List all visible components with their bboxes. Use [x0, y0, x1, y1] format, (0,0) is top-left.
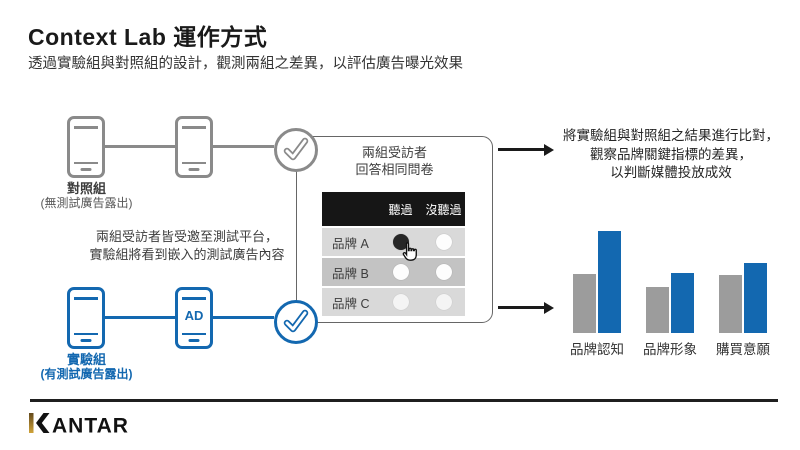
- arrow-to-chart: [498, 302, 554, 313]
- kantar-logo: ANTAR: [28, 411, 148, 441]
- logo-k-arms: [36, 413, 50, 433]
- arrow-to-result-text: [498, 144, 554, 155]
- invite-line-2: 實驗組將看到嵌入的測試廣告內容: [89, 247, 285, 262]
- table-row-brand-a: 品牌 A: [322, 228, 465, 256]
- brand-c-label: 品牌 C: [332, 296, 370, 311]
- control-phone2-icon: [175, 116, 213, 178]
- brand-b-label: 品牌 B: [332, 266, 369, 281]
- exposed-connector-line: [67, 316, 274, 319]
- exposed-group-note: (有測試廣告露出): [40, 367, 133, 381]
- result-bar-chart: 品牌認知 品牌形象 購買意願: [558, 218, 770, 358]
- chart-group-awareness: 品牌認知: [570, 218, 624, 358]
- survey-panel: 兩組受訪者 回答相同問卷 聽過 沒聽過 品牌 A 品牌 B 品牌 C: [296, 136, 493, 323]
- result-line-2: 觀察品牌關鍵指標的差異，: [590, 146, 752, 162]
- chart-category-purchase: 購買意願: [716, 342, 770, 357]
- radio-brand-b-heard[interactable]: [392, 264, 409, 280]
- ad-badge: AD: [184, 308, 204, 323]
- footer-divider: [30, 399, 778, 402]
- radio-brand-b-not-heard[interactable]: [435, 264, 452, 280]
- result-text: 將實驗組與對照組之結果進行比對， 觀察品牌關鍵指標的差異， 以判斷媒體投放成效: [551, 127, 791, 183]
- page-subtitle: 透過實驗組與對照組的設計，觀測兩組之差異，以評估廣告曝光效果: [28, 56, 463, 72]
- survey-title-line-1: 兩組受訪者: [361, 145, 427, 160]
- result-line-3: 以判斷媒體投放成效: [610, 165, 732, 180]
- chart-category-image: 品牌形象: [643, 342, 697, 357]
- chart-group-purchase: 購買意願: [716, 218, 770, 358]
- control-group-note: (無測試廣告露出): [40, 196, 133, 210]
- table-row-brand-b: 品牌 B: [322, 258, 465, 286]
- invite-text: 兩組受訪者皆受邀至測試平台， 實驗組將看到嵌入的測試廣告內容: [62, 228, 312, 264]
- survey-table-header: 聽過 沒聽過: [322, 192, 465, 226]
- control-check-icon: [274, 128, 318, 172]
- exposed-ad-phone-icon: AD: [175, 287, 213, 349]
- survey-title-line-2: 回答相同問卷: [355, 162, 434, 177]
- radio-brand-a-not-heard[interactable]: [435, 234, 452, 250]
- column-not-heard: 沒聽過: [425, 202, 462, 217]
- hand-cursor-icon: [402, 242, 417, 261]
- logo-k-stem: [29, 413, 34, 433]
- control-phone-icon: [67, 116, 105, 178]
- control-group-label: 對照組: [66, 181, 106, 196]
- radio-brand-a-heard[interactable]: [392, 234, 409, 250]
- bar-exposed-awareness: [598, 231, 621, 333]
- chart-group-image: 品牌形象: [643, 218, 697, 358]
- bar-exposed-image: [671, 273, 694, 333]
- column-heard: 聽過: [388, 202, 413, 217]
- invite-line-1: 兩組受訪者皆受邀至測試平台，: [95, 229, 278, 244]
- result-line-1: 將實驗組與對照組之結果進行比對，: [563, 128, 779, 143]
- table-row-brand-c: 品牌 C: [322, 288, 465, 316]
- logo-text: ANTAR: [52, 415, 129, 437]
- survey-table: 聽過 沒聽過 品牌 A 品牌 B 品牌 C: [322, 192, 465, 316]
- exposed-group-label: 實驗組: [66, 352, 106, 367]
- brand-a-label: 品牌 A: [332, 236, 369, 251]
- exposed-phone-icon: [67, 287, 105, 349]
- survey-panel-title: 兩組受訪者 回答相同問卷: [297, 144, 492, 178]
- chart-category-awareness: 品牌認知: [570, 342, 624, 357]
- radio-brand-c-not-heard[interactable]: [435, 294, 452, 310]
- radio-brand-c-heard[interactable]: [392, 294, 409, 310]
- control-connector-line: [67, 145, 274, 148]
- bar-control-awareness: [573, 274, 596, 333]
- bar-exposed-purchase: [744, 263, 767, 333]
- exposed-check-icon: [274, 300, 318, 344]
- bar-control-purchase: [719, 275, 742, 333]
- bar-control-image: [646, 287, 669, 333]
- page-title: Context Lab 運作方式: [28, 24, 268, 50]
